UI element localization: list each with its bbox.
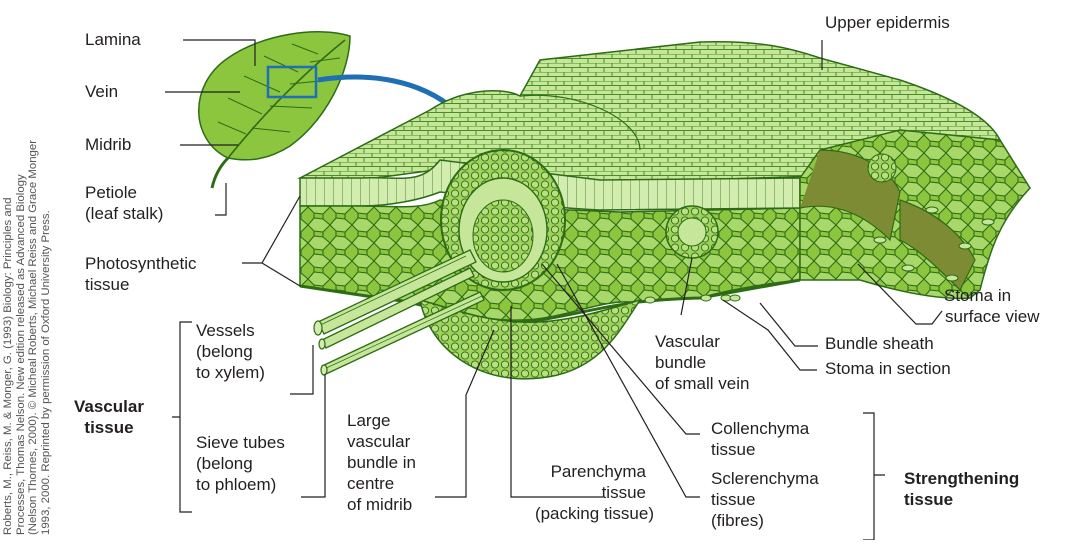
label-midrib: Midrib: [85, 134, 131, 155]
leaf-section-block: [300, 42, 1030, 379]
label-petiole: Petiole(leaf stalk): [85, 182, 163, 224]
copyright-credit: Roberts, M., Reiss, M. & Monger, G. (199…: [2, 15, 52, 535]
label-stoma-in-section: Stoma in section: [825, 358, 951, 379]
label-bundle-sheath: Bundle sheath: [825, 333, 934, 354]
label-vein: Vein: [85, 81, 118, 102]
label-lamina: Lamina: [85, 29, 141, 50]
label-upper-epidermis: Upper epidermis: [825, 12, 950, 33]
